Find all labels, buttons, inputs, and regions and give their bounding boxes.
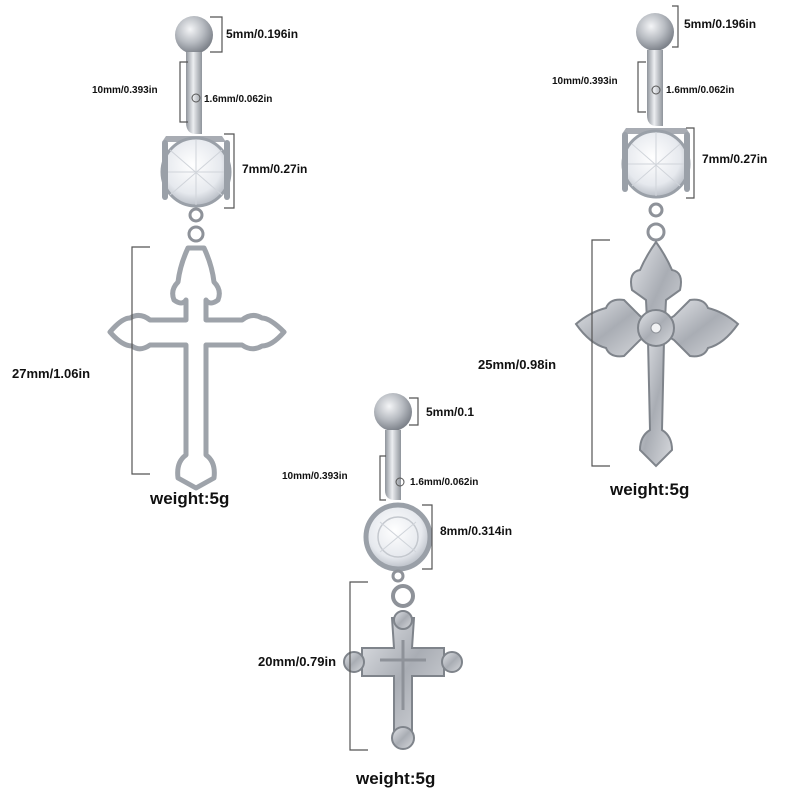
top-ball — [636, 13, 674, 51]
weight-label-3: weight:5g — [356, 769, 436, 788]
gauge-label-3: 1.6mm/0.062in — [410, 477, 479, 488]
gem-size-label-1: 7mm/0.27in — [242, 162, 308, 176]
cross-size-label-3: 20mm/0.79in — [258, 654, 337, 669]
top-ball — [175, 16, 213, 54]
gauge-label-1: 1.6mm/0.062in — [204, 94, 273, 105]
ball-size-label-3: 5mm/0.1 — [426, 405, 475, 419]
dimension-lines-1 — [131, 16, 235, 475]
top-ball — [374, 393, 412, 431]
gem-size-label-3: 8mm/0.314in — [440, 524, 513, 538]
ball-size-label-2: 5mm/0.196in — [684, 17, 757, 31]
barbell-bar — [186, 52, 202, 134]
barbell-bar — [647, 50, 663, 126]
navel-ring-crucifix — [343, 393, 463, 750]
ball-size-label-1: 5mm/0.196in — [226, 27, 299, 41]
bar-length-label-3: 10mm/0.393in — [282, 471, 348, 482]
hollow-cross-pendant — [107, 245, 287, 491]
cross-size-label-1: 27mm/1.06in — [12, 366, 91, 381]
fleur-de-lis-cross-pendant — [574, 240, 740, 468]
weight-label-1: weight:5g — [150, 489, 230, 508]
dimension-lines-3 — [349, 397, 433, 751]
bar-length-label-2: 10mm/0.393in — [552, 76, 618, 87]
bar-length-label-1: 10mm/0.393in — [92, 85, 158, 96]
navel-ring-hollow-cross — [107, 16, 287, 491]
barbell-bar — [385, 430, 401, 500]
gauge-label-2: 1.6mm/0.062in — [666, 85, 735, 96]
cross-size-label-2: 25mm/0.98in — [478, 357, 557, 372]
gem-size-label-2: 7mm/0.27in — [702, 152, 768, 166]
dimension-lines-2 — [591, 5, 695, 467]
navel-ring-fleur-cross — [574, 13, 740, 468]
weight-label-2: weight:5g — [610, 480, 690, 499]
